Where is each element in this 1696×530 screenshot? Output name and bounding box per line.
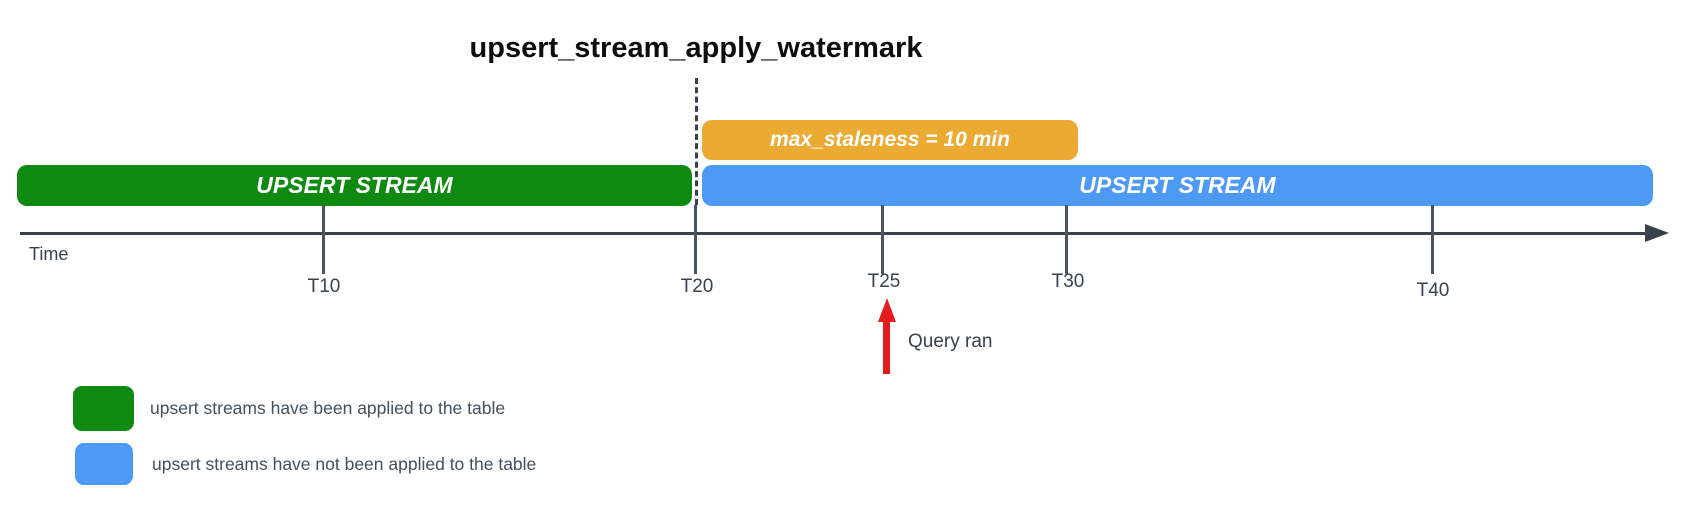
tick-label-t10: T10 [307,276,341,297]
unapplied-upsert-stream-label: UPSERT STREAM [1079,172,1276,198]
query-ran-arrow-icon [878,298,896,322]
tick-t10 [322,205,325,274]
tick-t20 [694,205,697,274]
max-staleness-bar: max_staleness = 10 min [702,120,1078,160]
tick-label-t25: T25 [867,271,901,292]
tick-t25 [881,205,884,274]
time-axis-label: Time [29,244,69,264]
applied-upsert-stream-bar: UPSERT STREAM [17,165,692,206]
legend-label-applied: upsert streams have been applied to the … [150,398,506,418]
query-ran-label: Query ran [908,331,993,352]
query-ran-arrow-shaft [883,320,890,374]
time-axis-line [20,232,1648,235]
legend-label-not-applied: upsert streams have not been applied to … [152,454,537,474]
tick-label-t20: T20 [680,276,714,297]
legend-swatch-applied [73,386,134,431]
legend-swatch-not-applied [75,443,133,485]
tick-label-t40: T40 [1416,280,1450,301]
unapplied-upsert-stream-bar: UPSERT STREAM [702,165,1653,206]
applied-upsert-stream-label: UPSERT STREAM [256,172,453,198]
diagram-title: upsert_stream_apply_watermark [469,32,923,64]
watermark-dashed-line [695,78,698,205]
max-staleness-label: max_staleness = 10 min [770,128,1010,151]
time-axis-arrowhead-icon [1645,224,1669,242]
tick-t30 [1065,205,1068,274]
tick-t40 [1431,205,1434,274]
tick-label-t30: T30 [1051,271,1085,292]
